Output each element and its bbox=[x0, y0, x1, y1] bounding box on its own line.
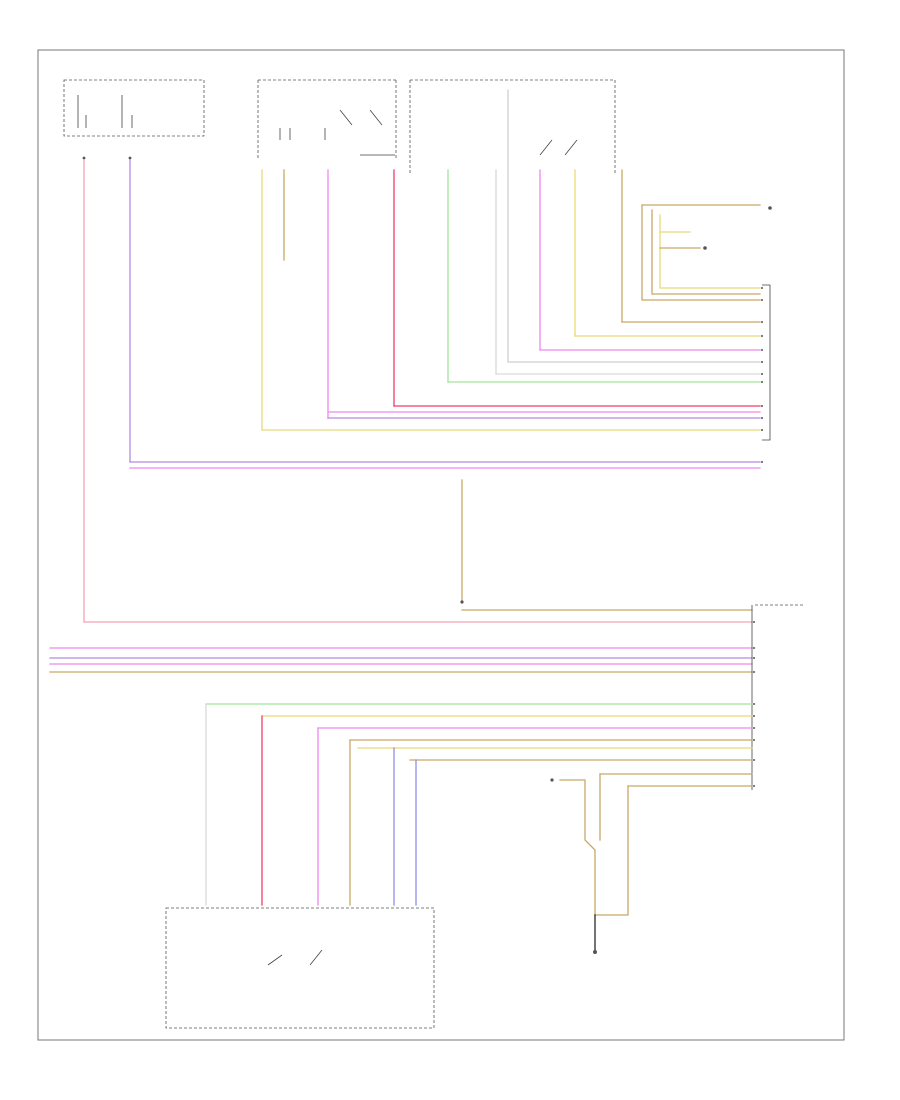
horizontal-wires-lower bbox=[205, 703, 753, 787]
connector-right-upper bbox=[762, 284, 771, 441]
connector-pins bbox=[753, 287, 763, 787]
middle-vertical-wire bbox=[460, 479, 464, 604]
vertical-wires-top bbox=[83, 89, 623, 623]
connector-right-lower bbox=[751, 604, 805, 790]
vertical-wires-bottom bbox=[205, 703, 417, 906]
bottom-module bbox=[165, 907, 435, 1029]
connector-block-top-right bbox=[409, 79, 616, 175]
horizontal-wires-middle bbox=[49, 609, 753, 673]
horizontal-wires-upper bbox=[129, 321, 761, 469]
diagram-frame bbox=[37, 49, 845, 1041]
switch-block-top-center bbox=[257, 79, 397, 160]
tan-harness-top-right bbox=[641, 204, 772, 301]
ground-circuit bbox=[550, 773, 629, 954]
fuse-block-top-left bbox=[63, 79, 205, 160]
